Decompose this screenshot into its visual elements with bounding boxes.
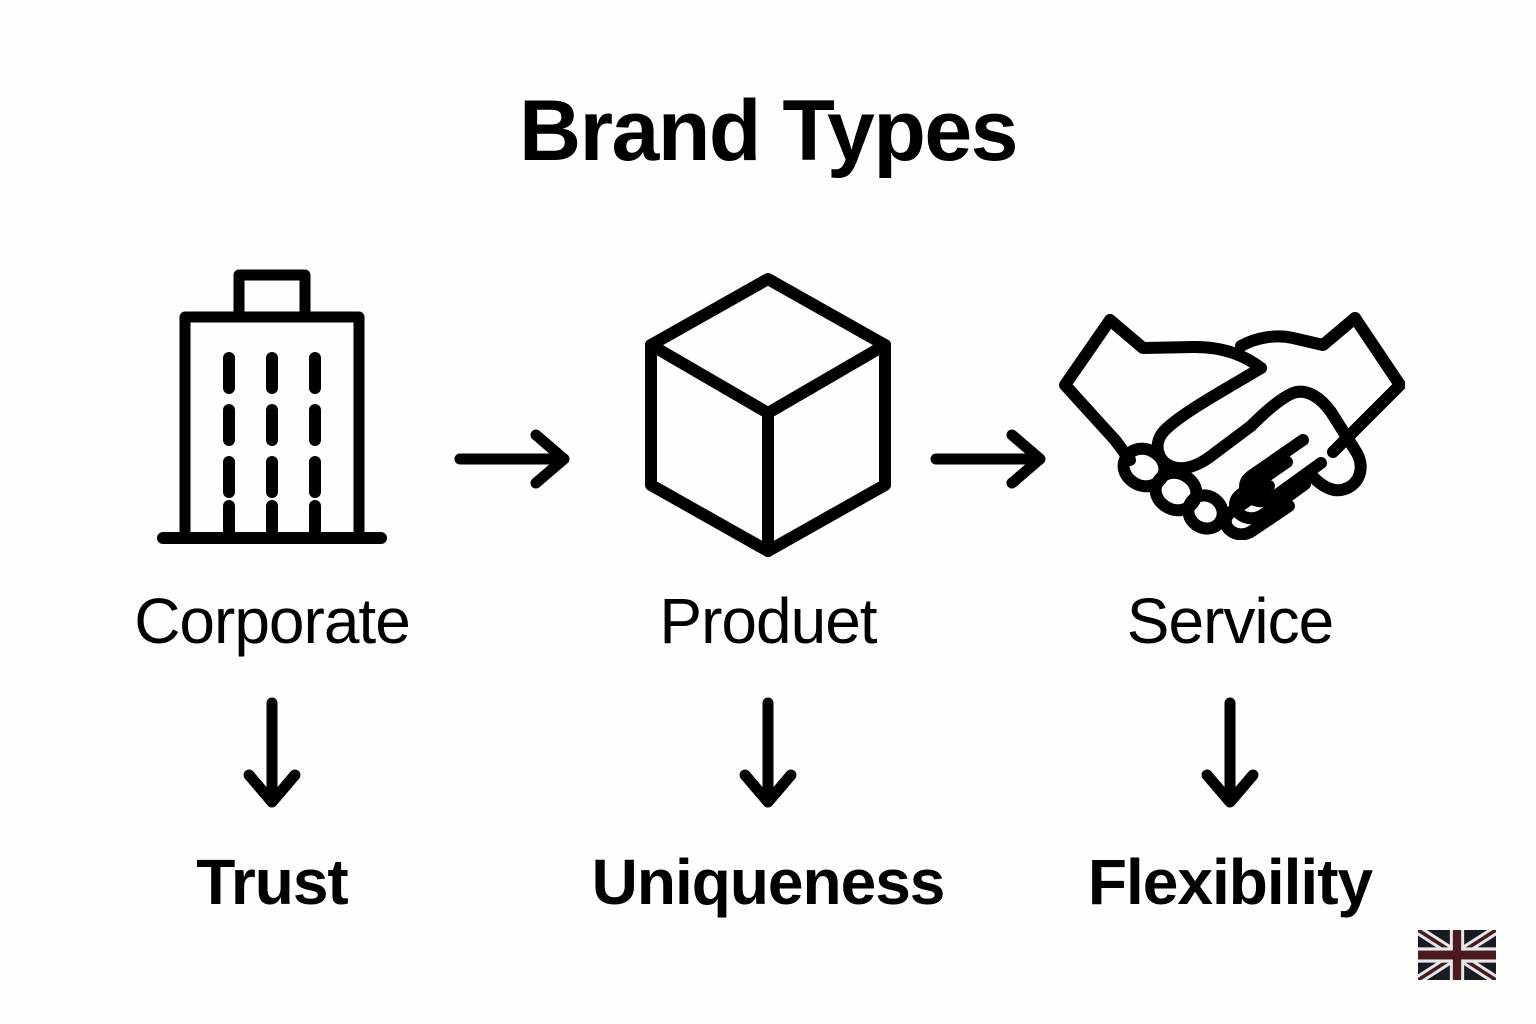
handshake-icon — [1059, 312, 1405, 540]
icon-slot-product — [558, 255, 978, 575]
uk-flag-icon — [1418, 930, 1496, 980]
office-building-icon — [157, 269, 387, 544]
arrow-down-icon-service — [1201, 697, 1259, 808]
cube-box-icon — [645, 273, 891, 557]
arrow-right-icon-corporate-to-product — [454, 429, 570, 489]
arrow-down-icon-product — [739, 697, 797, 808]
outcome-label-flexibility: Flexibility — [1087, 846, 1373, 918]
outcome-label-trust: Trust — [196, 846, 348, 918]
flow-column-corporate: Corporate Trust — [62, 255, 482, 914]
page-title: Brand Types — [518, 83, 1019, 179]
arrow-down-icon-corporate — [243, 697, 301, 808]
flow-column-product: Produet Uniqueness — [558, 255, 978, 914]
icon-slot-service — [1020, 255, 1440, 575]
type-label-service: Service — [1126, 585, 1334, 657]
arrow-right-icon-product-to-service — [930, 429, 1046, 489]
type-label-corporate: Corporate — [134, 585, 411, 657]
flow-column-service: Service Flexibility — [1020, 255, 1440, 914]
type-label-product: Produet — [659, 585, 877, 657]
icon-slot-corporate — [62, 255, 482, 575]
outcome-label-uniqueness: Uniqueness — [591, 846, 946, 918]
